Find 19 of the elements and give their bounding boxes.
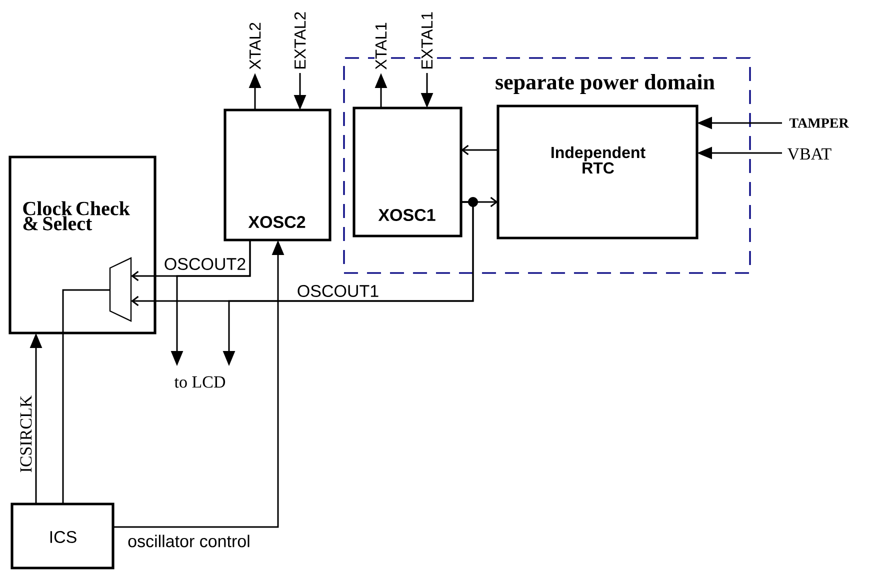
signal-label: ICSIRCLK	[19, 394, 33, 474]
signal-label: OSCOUT2	[162, 256, 248, 272]
signal-label: XTAL2	[248, 21, 262, 71]
block-box: XOSC1	[352, 106, 462, 238]
multiplexer-symbol	[109, 257, 132, 322]
block-box: ICS	[10, 502, 114, 570]
signal-label: EXTAL2	[293, 10, 307, 71]
signal-label: XTAL1	[374, 21, 388, 71]
block-box: Independent RTC	[496, 104, 698, 240]
connector-line	[62, 289, 110, 504]
block-box: Clock Check & Select	[8, 156, 156, 334]
signal-label: VBAT	[786, 147, 833, 161]
signal-label: EXTAL1	[420, 10, 434, 71]
block-box: XOSC2	[224, 108, 332, 242]
signal-label: OSCOUT1	[296, 284, 380, 298]
arrow	[461, 144, 498, 156]
signal-label: to LCD	[174, 376, 226, 388]
signal-label: TAMPER	[788, 117, 850, 129]
signal-label: oscillator control	[126, 534, 252, 548]
